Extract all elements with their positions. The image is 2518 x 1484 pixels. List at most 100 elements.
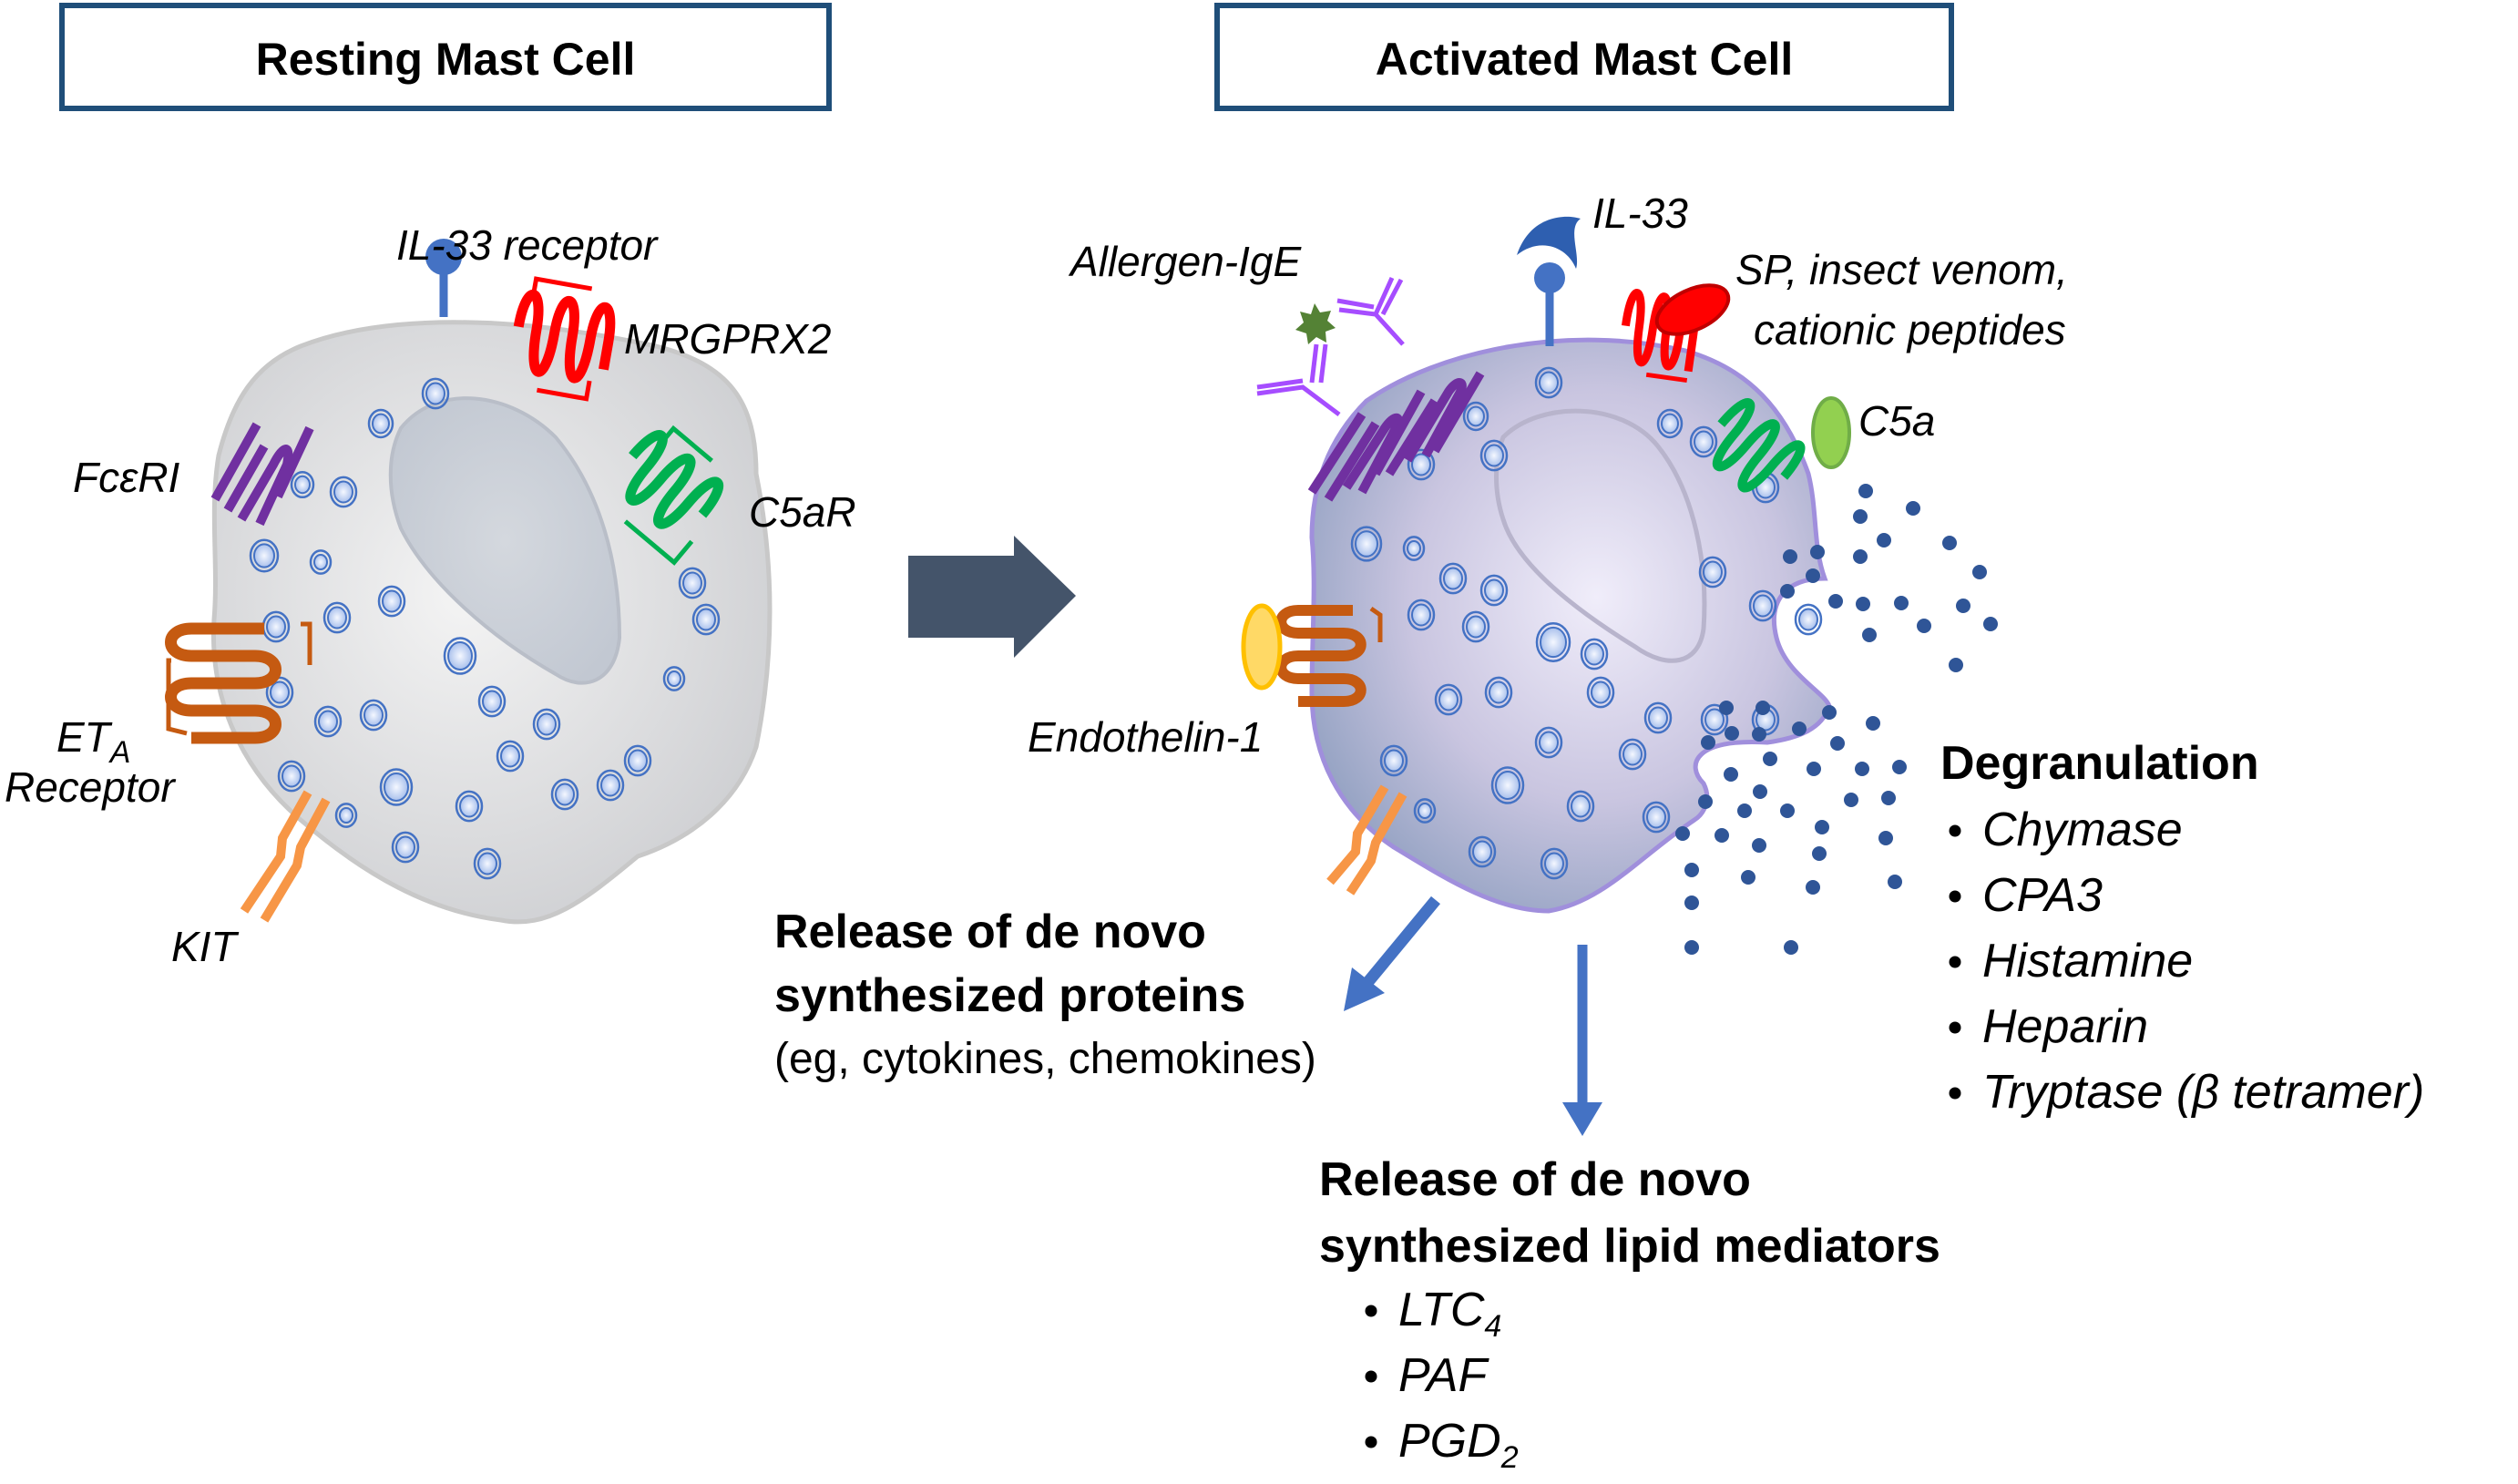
released-granule <box>1684 863 1699 877</box>
kit-receptor-icon <box>240 790 331 923</box>
lipid-release-line1: Release of de novo <box>1319 1153 1751 1206</box>
bullet-icon <box>1365 1370 1377 1383</box>
sp-label-line2: cationic peptides <box>1754 306 2066 353</box>
granule <box>1468 835 1497 868</box>
granule <box>377 585 406 618</box>
released-granule <box>1724 767 1738 782</box>
released-granule <box>1815 820 1829 834</box>
protein-release-line2: synthesized proteins <box>774 969 1245 1022</box>
released-granule <box>1828 594 1843 609</box>
resting-granules <box>249 377 721 880</box>
bullet-icon <box>1949 1021 1961 1034</box>
transition-arrow-icon <box>908 536 1076 658</box>
lipid-mediator-item-main: LTC <box>1398 1284 1485 1336</box>
resting-cell: IL-33 receptor MRGPRX2 FcεRI C5aR ETA Re… <box>5 221 856 970</box>
degranulation-text: Degranulation ChymaseCPA3HistamineHepari… <box>1940 737 2424 1119</box>
lipid-mediator-item: PAF <box>1398 1349 1490 1402</box>
released-granule <box>1942 536 1957 550</box>
granule <box>1434 683 1463 716</box>
granule <box>1643 701 1673 734</box>
lipid-release-line2: synthesized lipid mediators <box>1319 1220 1940 1273</box>
protein-release-examples: (eg, cytokines, chemokines) <box>774 1035 1316 1083</box>
granule <box>1350 526 1383 562</box>
released-granule <box>1822 705 1837 720</box>
bullet-icon <box>1365 1436 1377 1448</box>
released-granule <box>1894 596 1909 610</box>
granule <box>1748 589 1777 622</box>
resting-nucleus <box>388 396 622 685</box>
granule <box>391 831 420 864</box>
released-granule <box>1853 549 1868 564</box>
granule <box>1566 790 1595 823</box>
granule <box>313 705 343 738</box>
released-granule <box>1784 940 1798 955</box>
lipid-mediator-item: PGD2 <box>1398 1415 1519 1475</box>
activated-title: Activated Mast Cell <box>1376 34 1793 85</box>
granule <box>1407 599 1436 631</box>
degranulation-item: Histamine <box>1982 935 2193 988</box>
granule <box>1586 676 1615 709</box>
resting-title: Resting Mast Cell <box>256 34 636 85</box>
released-granule <box>1701 735 1715 750</box>
released-granule <box>1780 584 1795 599</box>
resting-title-box: Resting Mast Cell <box>59 3 832 111</box>
granule <box>421 377 450 410</box>
granule <box>1413 798 1437 824</box>
granule <box>455 790 484 823</box>
degranulation-header: Degranulation <box>1940 737 2259 790</box>
granule <box>1618 738 1647 771</box>
granule <box>367 408 394 439</box>
granule <box>678 567 707 599</box>
lipid-mediator-item: LTC4 <box>1398 1284 1501 1344</box>
released-granule <box>1792 722 1807 736</box>
protein-release-text: Release of de novo synthesized proteins … <box>774 906 1316 1083</box>
allergen-ige-label: Allergen-IgE <box>1068 238 1302 285</box>
released-granule <box>1812 846 1827 861</box>
released-granule <box>1755 701 1770 715</box>
il33-receptor-label: IL-33 receptor <box>396 221 659 269</box>
activated-granules <box>1350 366 1823 880</box>
endothelin-label: Endothelin-1 <box>1028 713 1263 761</box>
granule <box>1484 676 1513 709</box>
il33-ligand-icon <box>1517 216 1581 269</box>
fceri-label: FcεRI <box>73 454 180 501</box>
released-granule <box>1877 533 1891 548</box>
eta-label: ETA Receptor <box>5 713 176 811</box>
eta-label-main: ET <box>56 713 113 761</box>
c5ar-bound-receptor-icon <box>1712 398 1806 493</box>
eta-label-sub: A <box>108 735 131 770</box>
released-granule <box>1866 716 1880 731</box>
granule <box>1642 801 1671 834</box>
lipid-release-text: Release of de novo synthesized lipid med… <box>1319 1153 1940 1475</box>
granule <box>290 470 315 499</box>
granule <box>1490 766 1525 804</box>
lipid-mediator-item-main: PGD <box>1398 1415 1501 1468</box>
bullet-icon <box>1949 956 1961 968</box>
c5ar-label: C5aR <box>749 488 856 536</box>
granule <box>443 637 477 675</box>
granule <box>1700 703 1729 736</box>
released-granule <box>1881 791 1896 805</box>
activated-cell-membrane <box>1309 337 1832 914</box>
granule <box>1438 562 1468 595</box>
degranulation-item: Chymase <box>1982 803 2183 856</box>
granule <box>309 549 333 575</box>
released-granule <box>1972 565 1987 579</box>
c5a-ligand-icon <box>1811 396 1851 469</box>
released-granule <box>1853 509 1868 524</box>
lipid-release-arrow-icon <box>1562 945 1602 1136</box>
granule <box>1698 556 1727 588</box>
granule <box>1461 610 1490 643</box>
granule <box>662 666 686 691</box>
released-granule <box>1983 617 1998 631</box>
granule <box>265 676 294 709</box>
granule <box>1535 622 1571 662</box>
released-granule <box>1892 760 1907 774</box>
released-granule <box>1783 549 1797 564</box>
granule <box>329 476 358 508</box>
granule <box>1580 638 1609 670</box>
lipid-mediator-item-main: PAF <box>1398 1349 1490 1402</box>
released-granule <box>1878 831 1893 845</box>
